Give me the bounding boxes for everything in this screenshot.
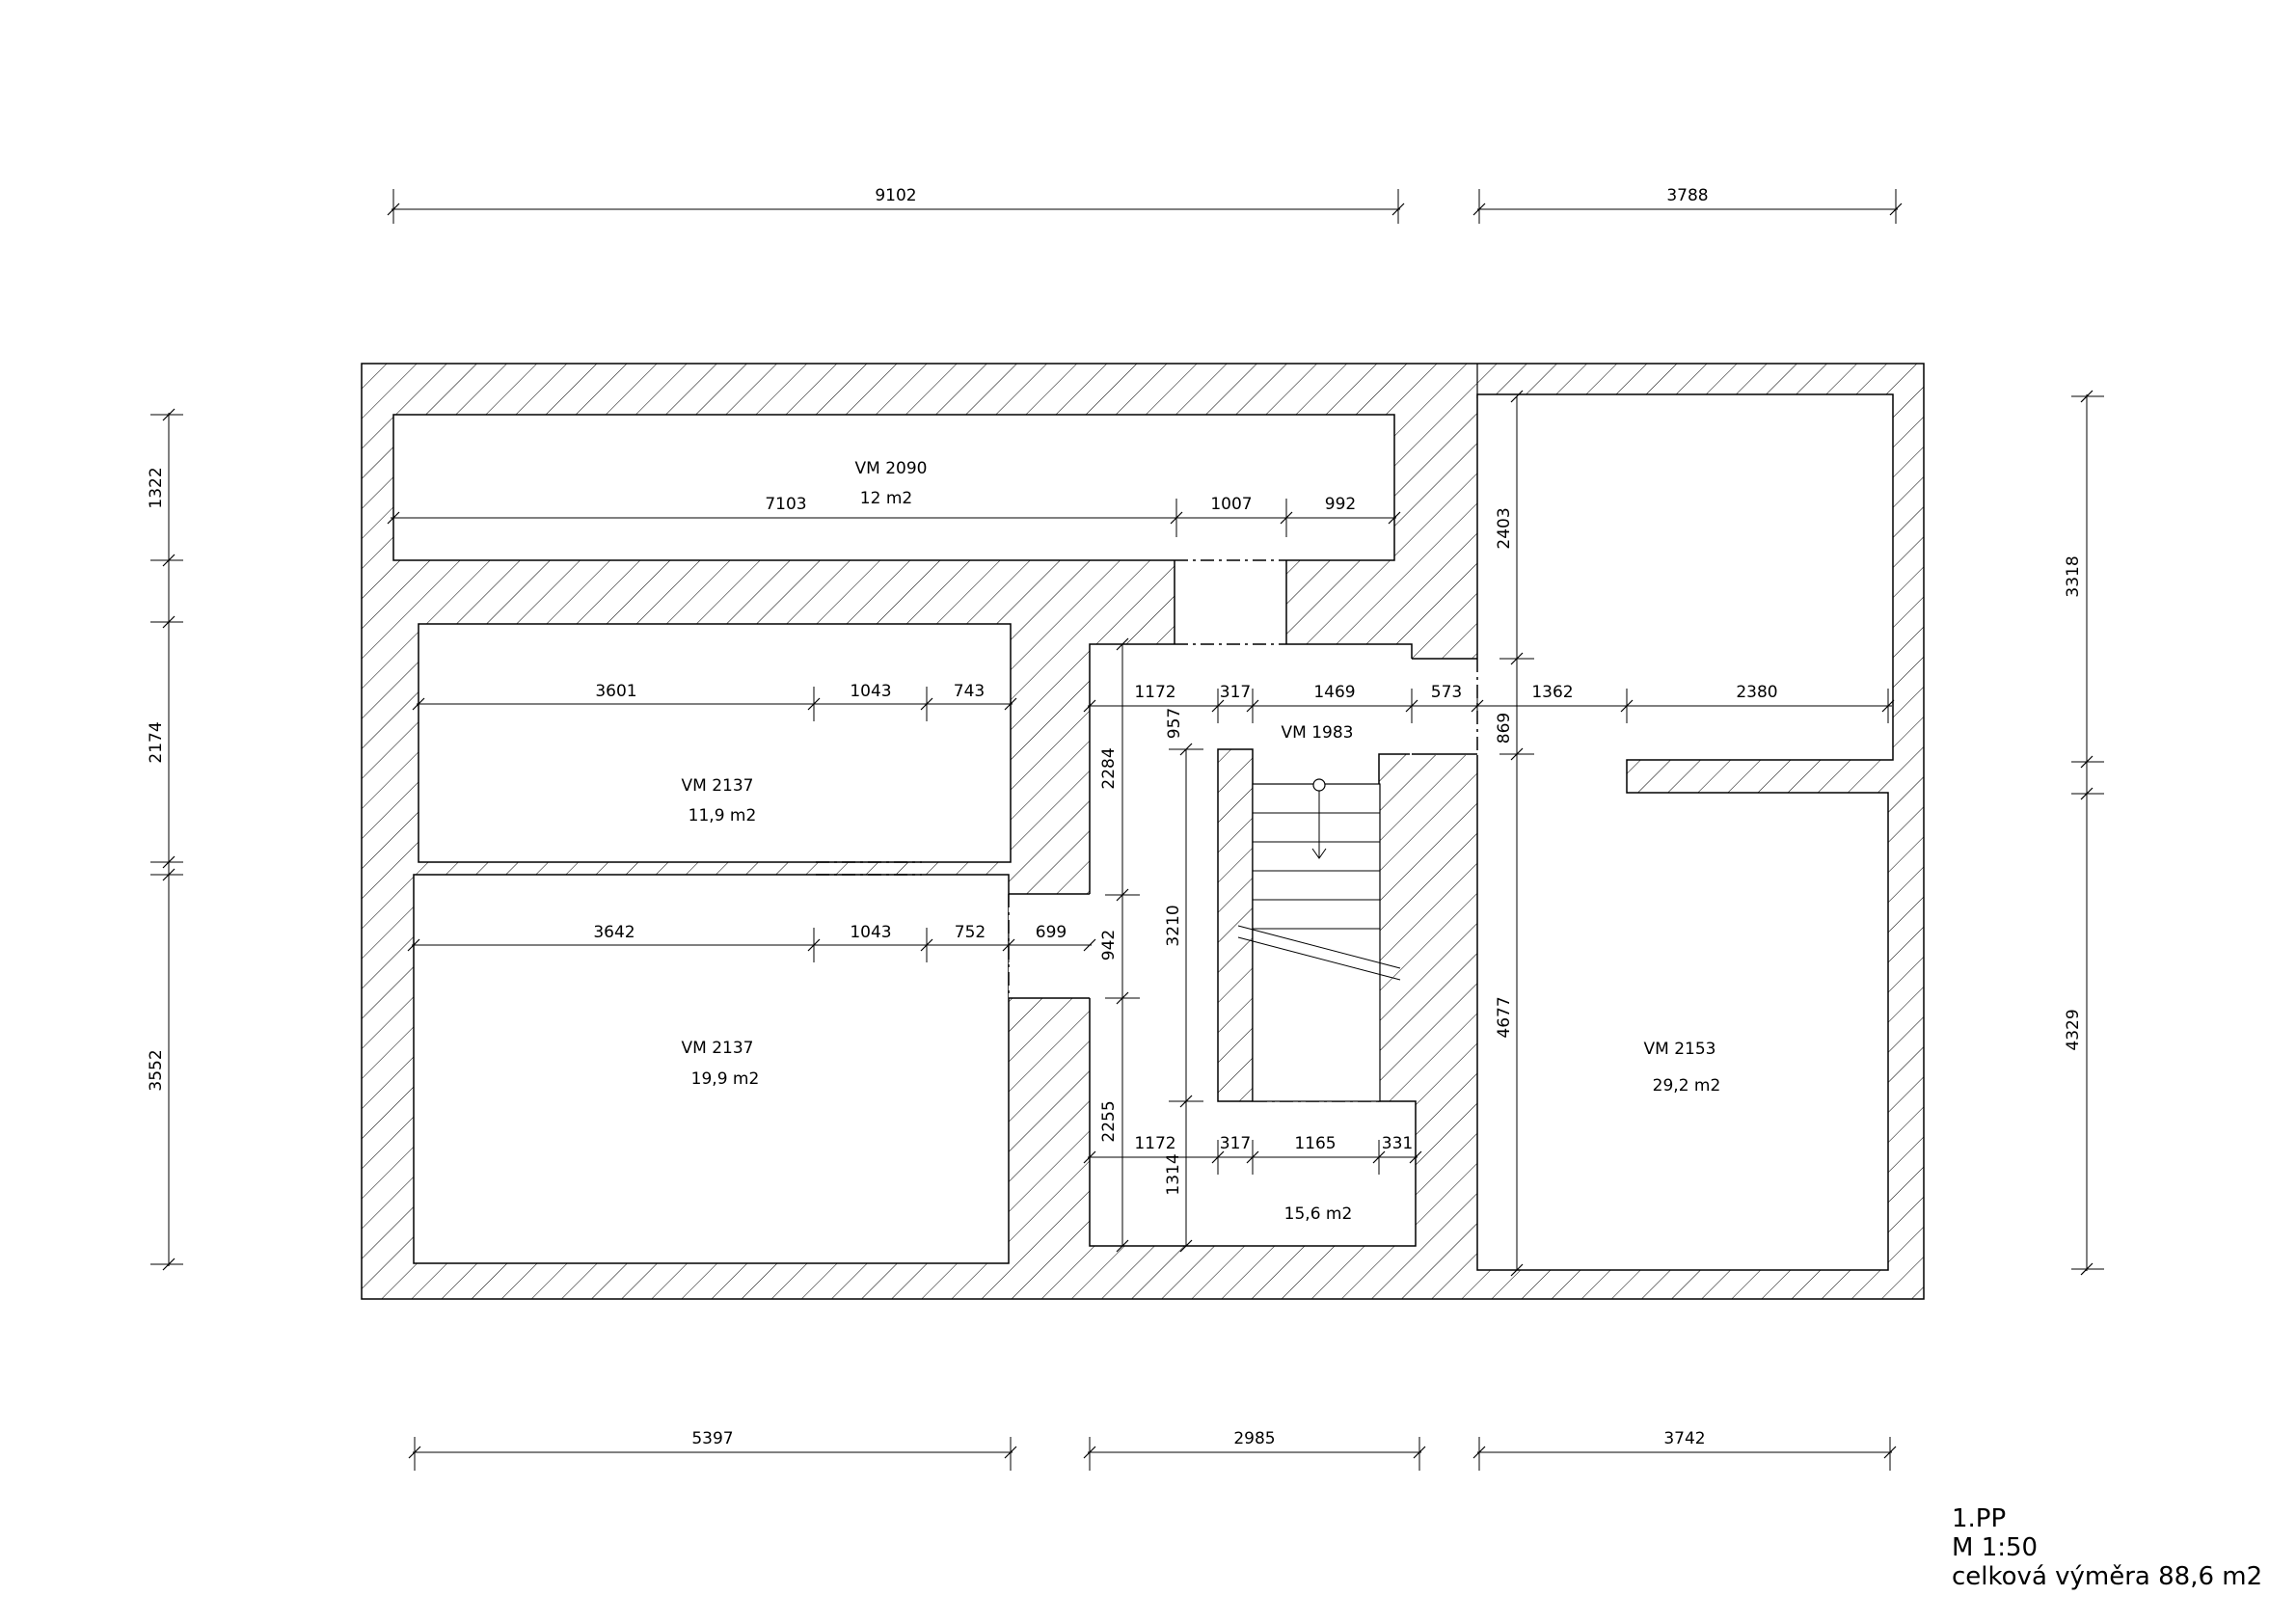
room-area-corridor: 15,6 m2 <box>1284 1204 1353 1224</box>
room-name-vm1983: VM 1983 <box>1282 723 1354 743</box>
total-area-label: celková výměra 88,6 m2 <box>1952 1562 2263 1591</box>
scale-label: M 1:50 <box>1952 1533 2039 1562</box>
dim-v-2284: 2284 <box>1099 747 1119 789</box>
dim-v-3210: 3210 <box>1164 905 1183 946</box>
dimensions: 9102 3788 5397 2985 3742 1322 2174 3552 … <box>147 186 2104 1471</box>
dim-bottom-left: 5397 <box>691 1429 733 1448</box>
room-area-vm2137-lower: 19,9 m2 <box>691 1069 760 1089</box>
dim-r3-c: 752 <box>955 923 986 942</box>
dim-v-2255: 2255 <box>1099 1100 1119 1142</box>
room-area-vm2137-upper: 11,9 m2 <box>689 806 757 825</box>
stair <box>1217 748 1401 1102</box>
level-label: 1.PP <box>1952 1504 2007 1533</box>
dim-r2-c: 743 <box>954 682 985 701</box>
dim-r3-d: 699 <box>1036 923 1067 942</box>
dim-r2-b: 1043 <box>850 682 891 701</box>
opening-east <box>1410 659 1479 755</box>
dim-c-c: 1469 <box>1313 683 1355 702</box>
dim-r1-c: 992 <box>1325 495 1356 514</box>
room-vm2137-lower <box>413 874 1010 1264</box>
room-name-vm2153: VM 2153 <box>1644 1040 1716 1059</box>
dim-top-right: 3788 <box>1666 186 1708 205</box>
opening-2090 <box>1175 559 1286 646</box>
dim-left-2: 2174 <box>147 721 166 763</box>
dim-left-3: 3552 <box>147 1049 166 1091</box>
dim-d-b: 317 <box>1220 1134 1251 1153</box>
stair-wall-left <box>1217 748 1254 1102</box>
dim-right-1: 3318 <box>2064 555 2083 597</box>
dim-v-1314: 1314 <box>1164 1153 1183 1195</box>
room-name-vm2090: VM 2090 <box>855 459 928 478</box>
room-labels: VM 2090 12 m2 VM 2137 11,9 m2 VM 2137 19… <box>682 459 1721 1224</box>
dim-c-a: 1172 <box>1134 683 1175 702</box>
dim-d-d: 331 <box>1382 1134 1413 1153</box>
dim-bottom-mid: 2985 <box>1233 1429 1275 1448</box>
dim-v-957: 957 <box>1165 708 1184 739</box>
dim-r1-b: 1007 <box>1210 495 1252 514</box>
room-vm2137-upper <box>418 623 1012 863</box>
dim-d-c: 1165 <box>1294 1134 1336 1153</box>
room-name-vm2137-upper: VM 2137 <box>682 776 754 796</box>
dim-right-2: 4329 <box>2064 1009 2083 1050</box>
stair-start-marker <box>1312 778 1326 792</box>
room-vm2090 <box>392 414 1395 561</box>
dim-d-a: 1172 <box>1134 1134 1175 1153</box>
opening-west <box>1009 894 1092 998</box>
room-vm2153 <box>1476 393 1894 1271</box>
title-block: 1.PP M 1:50 celková výměra 88,6 m2 <box>1952 1504 2262 1591</box>
dim-r1-a: 7103 <box>765 495 806 514</box>
room-area-vm2090: 12 m2 <box>860 489 912 508</box>
dim-top-left: 9102 <box>875 186 916 205</box>
dim-v-2403: 2403 <box>1495 507 1514 549</box>
dim-c-d: 573 <box>1431 683 1462 702</box>
room-area-vm2153: 29,2 m2 <box>1653 1076 1721 1096</box>
dim-r2-a: 3601 <box>595 682 636 701</box>
dim-bottom-right: 3742 <box>1663 1429 1705 1448</box>
dim-left-1: 1322 <box>147 467 166 508</box>
dim-v-869: 869 <box>1495 713 1514 744</box>
dim-r3-b: 1043 <box>850 923 891 942</box>
dim-r3-a: 3642 <box>593 923 635 942</box>
dim-v-4677: 4677 <box>1495 996 1514 1038</box>
dim-v-942: 942 <box>1099 930 1119 960</box>
dim-c-f: 2380 <box>1736 683 1777 702</box>
dim-c-b: 317 <box>1220 683 1251 702</box>
dim-c-e: 1362 <box>1531 683 1573 702</box>
stair-run <box>1252 783 1381 1102</box>
room-name-vm2137-lower: VM 2137 <box>682 1039 754 1058</box>
